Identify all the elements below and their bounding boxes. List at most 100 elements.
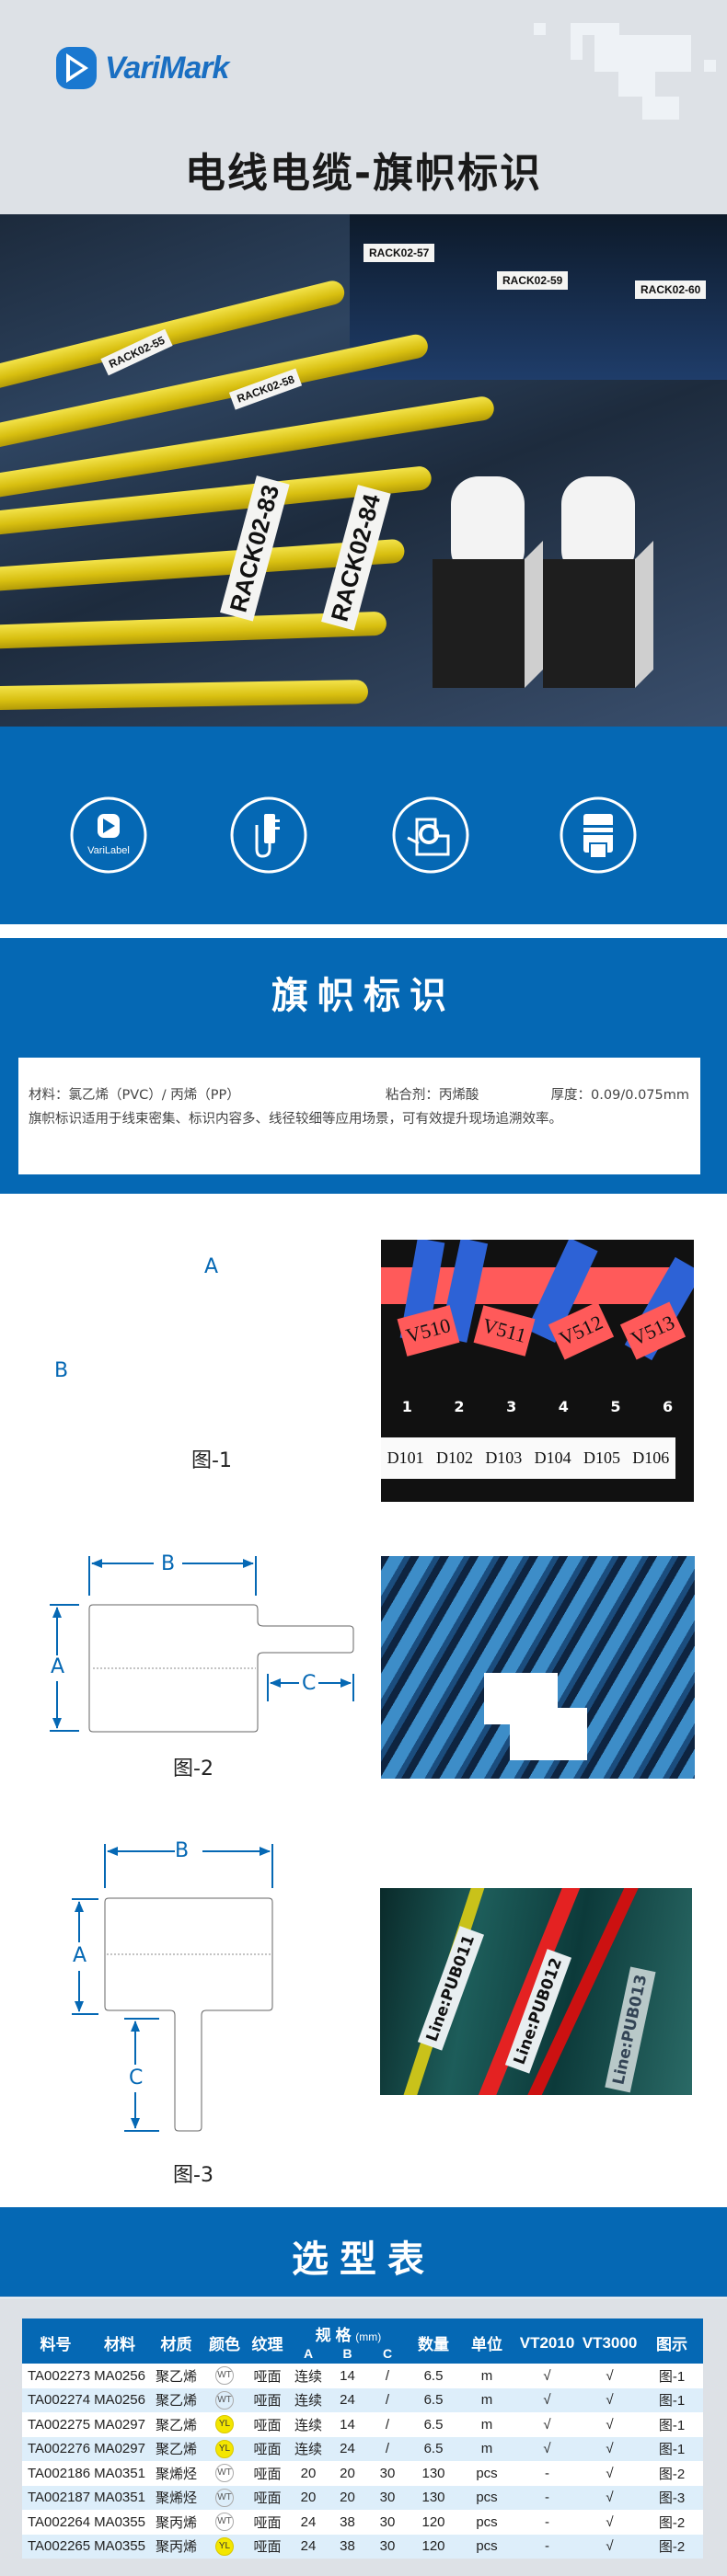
cell-material: 聚乙烯 <box>150 2436 202 2461</box>
hero-label: RACK02-59 <box>497 271 569 290</box>
figure-2-photo <box>381 1556 695 1779</box>
col-qty: 数量 <box>409 2318 459 2364</box>
dim-label-c: C <box>129 2067 144 2089</box>
cell-vt3000: √ <box>579 2412 641 2437</box>
varimark-logo-icon <box>56 47 97 89</box>
spec-description: 旗帜标识适用于线束密集、标识内容多、线径较细等应用场景，可有效提升现场追溯效率。 <box>29 1111 562 1127</box>
port-number: 3 <box>506 1398 517 1415</box>
hero-label: RACK02-60 <box>635 280 707 299</box>
label-cartridge-product <box>433 476 543 688</box>
cell-a: 连续 <box>288 2364 329 2388</box>
cell-texture: 哑面 <box>247 2534 288 2559</box>
header: VariMark 电线电缆-旗帜标识 <box>0 0 727 214</box>
cell-unit: pcs <box>458 2461 516 2486</box>
cell-color: WT <box>202 2510 247 2535</box>
cell-vt3000: √ <box>579 2485 641 2510</box>
spec-adhesive: 粘合剂：丙烯酸 <box>385 1087 479 1103</box>
cell-a: 连续 <box>288 2387 329 2412</box>
cell-vt2010: - <box>515 2534 580 2559</box>
cell-a: 20 <box>288 2485 329 2510</box>
section-title: 选型表 <box>292 2238 435 2281</box>
cell-a: 连续 <box>288 2436 329 2461</box>
cell-fig: 图-2 <box>640 2510 704 2535</box>
port-label: D101 <box>387 1448 424 1467</box>
cell-part: TA002264 <box>22 2510 90 2535</box>
selection-table: 料号 材料 材质 颜色 纹理 规 格 (mm) 数量 单位 VT2010 VT3… <box>22 2318 704 2559</box>
cell-vt3000: √ <box>579 2387 641 2412</box>
cell-texture: 哑面 <box>247 2485 288 2510</box>
cell-material: 聚丙烯 <box>150 2510 202 2535</box>
cell-unit: pcs <box>458 2510 516 2535</box>
col-figure: 图示 <box>640 2318 704 2364</box>
cell-part: TA002186 <box>22 2461 90 2486</box>
cell-c: 30 <box>366 2485 410 2510</box>
figure-3-diagram <box>72 1844 273 2132</box>
col-unit: 单位 <box>458 2318 516 2364</box>
cell-fig: 图-2 <box>640 2461 704 2486</box>
photo-label: Line:PUB013 <box>605 1966 656 2093</box>
cell-mat: MA0297 <box>89 2412 150 2437</box>
cell-qty: 130 <box>409 2461 459 2486</box>
cell-texture: 哑面 <box>247 2436 288 2461</box>
port-number: 5 <box>610 1398 621 1415</box>
hero-label: RACK02-57 <box>364 244 435 262</box>
color-swatch: WT <box>215 2513 234 2532</box>
logo-text: VariMark <box>105 50 229 86</box>
cell-unit: pcs <box>458 2485 516 2510</box>
selection-table-area: 料号 材料 材质 颜色 纹理 规 格 (mm) 数量 单位 VT2010 VT3… <box>0 2298 727 2576</box>
cell-b: 14 <box>329 2412 366 2437</box>
cell-color: YL <box>202 2436 247 2461</box>
col-material: 材质 <box>150 2318 202 2364</box>
cell-c: 30 <box>366 2461 410 2486</box>
col-color: 颜色 <box>202 2318 247 2364</box>
color-swatch: WT <box>215 2390 234 2410</box>
port-label: D103 <box>485 1448 523 1467</box>
cell-part: TA002276 <box>22 2436 90 2461</box>
col-texture: 纹理 <box>247 2318 288 2364</box>
spec-thickness: 厚度：0.09/0.075mm <box>550 1087 689 1103</box>
cell-texture: 哑面 <box>247 2510 288 2535</box>
figure-caption: 图-2 <box>173 1757 213 1780</box>
power-adapter-icon <box>230 796 307 874</box>
cell-unit: m <box>458 2364 516 2388</box>
cell-a: 连续 <box>288 2412 329 2437</box>
cell-fig: 图-2 <box>640 2534 704 2559</box>
figure-3-photo: Line:PUB011 Line:PUB012 Line:PUB013 <box>380 1888 692 2095</box>
cell-qty: 6.5 <box>409 2387 459 2412</box>
cell-mat: MA0355 <box>89 2510 150 2535</box>
cell-c: / <box>366 2387 410 2412</box>
cell-part: TA002187 <box>22 2485 90 2510</box>
cell-unit: pcs <box>458 2534 516 2559</box>
cell-b: 14 <box>329 2364 366 2388</box>
port-number: 2 <box>454 1398 465 1415</box>
cell-vt3000: √ <box>579 2461 641 2486</box>
col-spec-c: C <box>366 2345 410 2364</box>
cell-vt3000: √ <box>579 2534 641 2559</box>
cell-a: 24 <box>288 2534 329 2559</box>
cell-qty: 6.5 <box>409 2436 459 2461</box>
port-label: D104 <box>534 1448 571 1467</box>
cell-part: TA002265 <box>22 2534 90 2559</box>
figure-2-diagram <box>50 1556 354 1733</box>
photo-label: Line:PUB011 <box>417 1926 484 2051</box>
selection-section-header: 选型表 <box>0 2207 727 2297</box>
cell-fig: 图-1 <box>640 2387 704 2412</box>
cell-color: YL <box>202 2412 247 2437</box>
port-label: D105 <box>583 1448 620 1467</box>
cell-vt2010: √ <box>515 2412 580 2437</box>
brand-logo[interactable]: VariMark <box>55 46 229 90</box>
col-vt2010: VT2010 <box>515 2318 580 2364</box>
col-spec-b: B <box>329 2345 366 2364</box>
dim-label-c: C <box>302 1672 317 1695</box>
color-swatch: WT <box>215 2488 234 2507</box>
port-number: 4 <box>558 1398 569 1415</box>
dim-label-b: B <box>161 1552 176 1575</box>
cell-unit: m <box>458 2412 516 2437</box>
cell-fig: 图-1 <box>640 2412 704 2437</box>
figure-caption: 图-3 <box>173 2164 213 2187</box>
cell-fig: 图-3 <box>640 2485 704 2510</box>
